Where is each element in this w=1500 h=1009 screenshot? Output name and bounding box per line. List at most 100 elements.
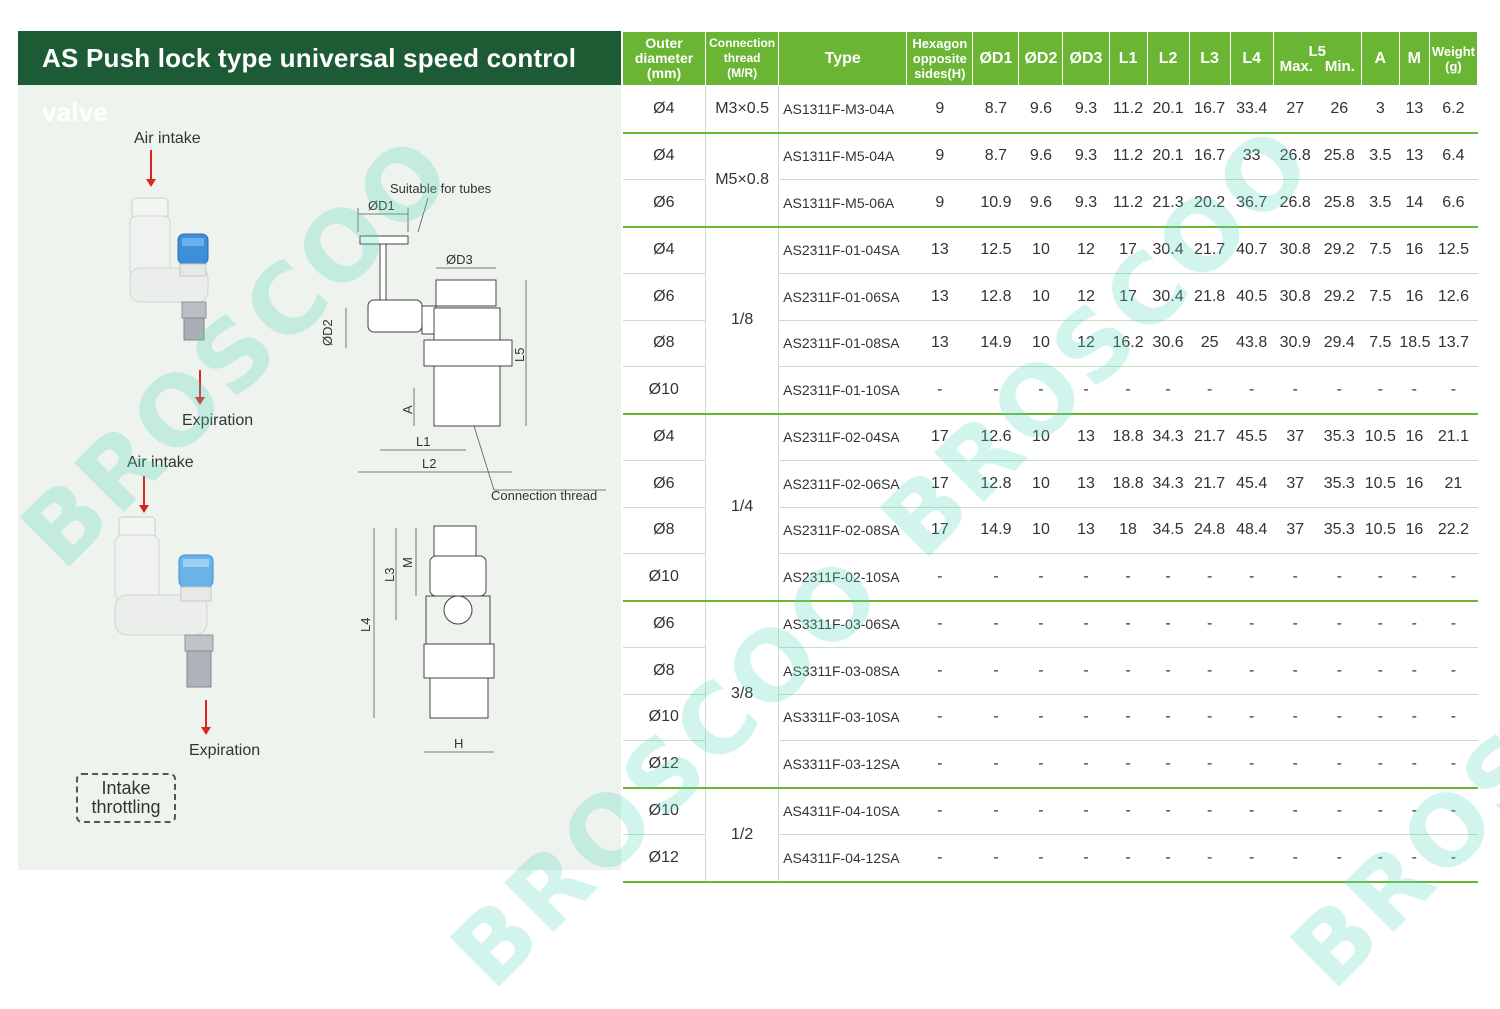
cell-connection-thread: 1/4 bbox=[705, 413, 780, 602]
cell-value: 9 bbox=[906, 132, 973, 180]
cell-value: - bbox=[1189, 787, 1231, 835]
cell-value: 14.9 bbox=[972, 320, 1019, 367]
cell-value: 17 bbox=[906, 460, 973, 508]
cell-value: 24.8 bbox=[1189, 507, 1231, 554]
cell-value: - bbox=[1361, 834, 1400, 883]
cell-value: 21.7 bbox=[1189, 460, 1231, 508]
cell-outer-diameter: Ø10 bbox=[622, 694, 707, 741]
cell-outer-diameter: Ø6 bbox=[622, 600, 707, 648]
cell-value: - bbox=[1109, 694, 1148, 741]
cell-value: - bbox=[1062, 694, 1110, 741]
cell-value: 11.2 bbox=[1109, 179, 1148, 228]
dim-l5-label: L5 bbox=[512, 348, 527, 362]
cell-value: - bbox=[972, 740, 1019, 789]
cell-value: 14.9 bbox=[972, 507, 1019, 554]
cell-value: 3.5 bbox=[1361, 132, 1400, 180]
cell-value: 9 bbox=[906, 85, 973, 134]
cell-value: - bbox=[1018, 834, 1063, 883]
cell-value: - bbox=[1317, 366, 1362, 415]
cell-outer-diameter: Ø12 bbox=[622, 834, 707, 883]
cell-connection-thread: M3×0.5 bbox=[705, 85, 780, 134]
cell-value: - bbox=[1230, 647, 1274, 695]
cell-value: 9.6 bbox=[1018, 132, 1063, 180]
cell-value: - bbox=[1018, 694, 1063, 741]
cell-connection-thread: 3/8 bbox=[705, 600, 780, 789]
cell-value: 7.5 bbox=[1361, 273, 1400, 321]
dim-h-label: H bbox=[454, 736, 463, 751]
cell-value: - bbox=[1273, 740, 1318, 789]
mode-label-line1: Intake bbox=[101, 778, 151, 798]
dim-l3-label: L3 bbox=[382, 568, 397, 582]
cell-value: 9.3 bbox=[1062, 132, 1110, 180]
cell-value: 13 bbox=[906, 320, 973, 367]
cell-type: AS2311F-02-08SA bbox=[778, 507, 907, 554]
cell-value: 21.1 bbox=[1429, 413, 1478, 461]
cell-connection-thread: 1/8 bbox=[705, 226, 780, 415]
cell-value: - bbox=[1109, 740, 1148, 789]
dim-m-label: M bbox=[400, 557, 415, 568]
cell-outer-diameter: Ø4 bbox=[622, 413, 707, 461]
cell-value: - bbox=[1273, 647, 1318, 695]
header-type: Type bbox=[778, 31, 908, 86]
cell-value: - bbox=[1317, 647, 1362, 695]
cell-value: 16.7 bbox=[1189, 132, 1231, 180]
cell-value: 9 bbox=[906, 179, 973, 228]
cell-value: - bbox=[1062, 553, 1110, 602]
cell-value: 37 bbox=[1273, 507, 1318, 554]
cell-value: 12.8 bbox=[972, 273, 1019, 321]
cell-value: - bbox=[1189, 694, 1231, 741]
cell-value: 27 bbox=[1273, 85, 1318, 134]
cell-value: - bbox=[1399, 787, 1430, 835]
cell-value: 33 bbox=[1230, 132, 1274, 180]
cell-value: 13 bbox=[1399, 85, 1430, 134]
dim-d2-label: ØD2 bbox=[320, 319, 335, 346]
cell-value: 10 bbox=[1018, 273, 1063, 321]
cell-value: - bbox=[972, 787, 1019, 835]
cell-value: - bbox=[1361, 740, 1400, 789]
cell-value: 6.4 bbox=[1429, 132, 1478, 180]
cell-value: 10 bbox=[1018, 460, 1063, 508]
cell-value: 13 bbox=[1062, 460, 1110, 508]
cell-value: 21.3 bbox=[1147, 179, 1190, 228]
suitable-tubes-label: Suitable for tubes bbox=[390, 181, 492, 196]
cell-value: 13 bbox=[1062, 507, 1110, 554]
cell-value: 21.7 bbox=[1189, 226, 1231, 274]
cell-value: - bbox=[1189, 366, 1231, 415]
cell-value: 26 bbox=[1317, 85, 1362, 134]
cell-value: - bbox=[1189, 647, 1231, 695]
cell-value: - bbox=[1189, 740, 1231, 789]
cell-value: - bbox=[1399, 694, 1430, 741]
expiration-label-2: Expiration bbox=[189, 742, 261, 759]
cell-outer-diameter: Ø8 bbox=[622, 647, 707, 695]
cell-value: 25 bbox=[1189, 320, 1231, 367]
cell-value: 3.5 bbox=[1361, 179, 1400, 228]
cell-value: 16 bbox=[1399, 507, 1430, 554]
cell-value: 16.2 bbox=[1109, 320, 1148, 367]
cell-value: 30.4 bbox=[1147, 226, 1190, 274]
cell-value: - bbox=[1189, 553, 1231, 602]
cell-value: 9.3 bbox=[1062, 85, 1110, 134]
cell-value: 11.2 bbox=[1109, 85, 1148, 134]
cell-value: - bbox=[1189, 834, 1231, 883]
cell-value: 6.2 bbox=[1429, 85, 1478, 134]
cell-value: - bbox=[1062, 600, 1110, 648]
cell-value: - bbox=[1317, 787, 1362, 835]
cell-type: AS1311F-M3-04A bbox=[778, 85, 907, 134]
cell-value: - bbox=[1361, 787, 1400, 835]
expiration-label-1: Expiration bbox=[182, 412, 254, 429]
cell-value: - bbox=[1018, 366, 1063, 415]
cell-value: 12.5 bbox=[972, 226, 1019, 274]
cell-value: 3 bbox=[1361, 85, 1400, 134]
header-l1: L1 bbox=[1108, 31, 1148, 86]
air-intake-label-1: Air intake bbox=[134, 130, 201, 147]
dimension-drawing-front: L4 L3 M H bbox=[358, 525, 495, 753]
cell-value: - bbox=[906, 553, 973, 602]
cell-value: - bbox=[972, 366, 1019, 415]
